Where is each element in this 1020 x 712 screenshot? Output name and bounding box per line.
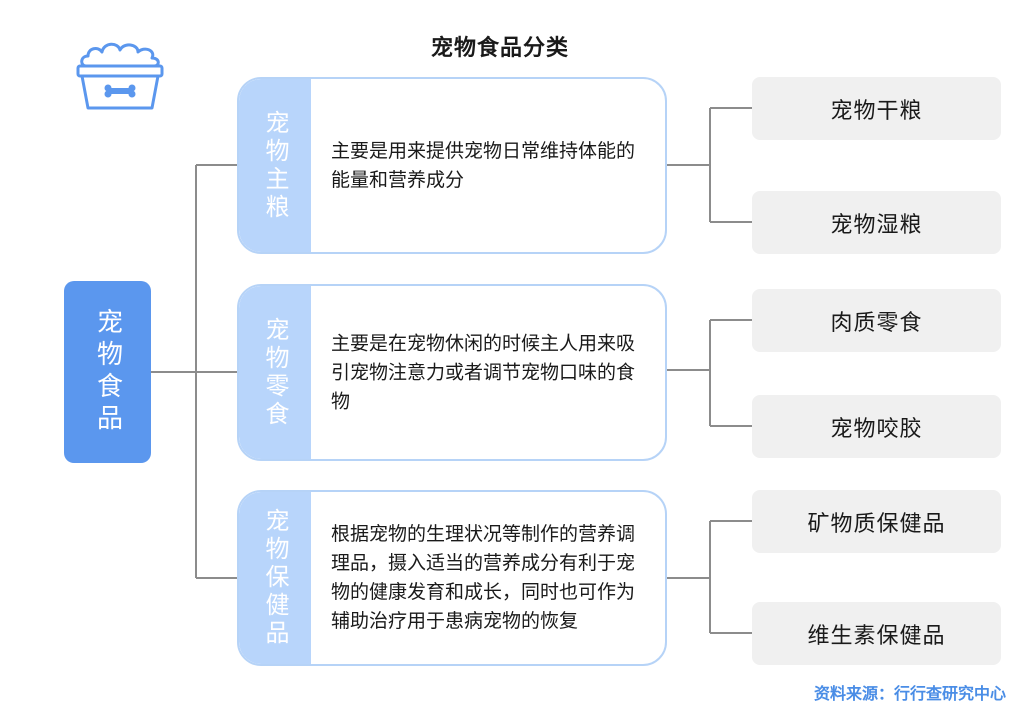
leaf-node-mineral-supplement: 矿物质保健品 xyxy=(752,490,1001,553)
source-note: 资料来源：行行查研究中心 xyxy=(813,684,1006,703)
leaf-node-dry-food: 宠物干粮 xyxy=(752,77,1001,140)
leaf-node-chew: 宠物咬胶 xyxy=(752,395,1001,458)
category-label: 宠物主粮 xyxy=(261,109,289,222)
category-label: 宠物保健品 xyxy=(261,508,289,648)
leaf-node-wet-food: 宠物湿粮 xyxy=(752,191,1001,254)
category-label-box: 宠物保健品 xyxy=(239,492,311,664)
category-description: 主要是在宠物休闲的时候主人用来吸引宠物注意力或者调节宠物口味的食物 xyxy=(331,332,636,412)
diagram-title: 宠物食品分类 xyxy=(430,36,569,61)
pet-food-bowl-icon xyxy=(76,42,164,110)
root-label: 宠物食品 xyxy=(92,308,123,436)
category-card-snacks: 宠物零食 主要是在宠物休闲的时候主人用来吸引宠物注意力或者调节宠物口味的食物 xyxy=(237,284,667,461)
category-description: 主要是用来提供宠物日常维持体能的能量和营养成分 xyxy=(331,139,636,191)
category-label: 宠物零食 xyxy=(261,316,289,429)
leaf-node-meat-snack: 肉质零食 xyxy=(752,289,1001,352)
category-card-supplements: 宠物保健品 根据宠物的生理状况等制作的营养调理品，摄入适当的营养成分有利于宠物的… xyxy=(237,490,667,666)
category-card-staple-food: 宠物主粮 主要是用来提供宠物日常维持体能的能量和营养成分 xyxy=(237,77,667,254)
leaf-node-vitamin-supplement: 维生素保健品 xyxy=(752,602,1001,665)
root-node: 宠物食品 xyxy=(64,281,151,463)
category-description: 根据宠物的生理状况等制作的营养调理品，摄入适当的营养成分有利于宠物的健康发育和成… xyxy=(331,523,636,632)
category-label-box: 宠物零食 xyxy=(239,286,311,459)
category-label-box: 宠物主粮 xyxy=(239,79,311,252)
